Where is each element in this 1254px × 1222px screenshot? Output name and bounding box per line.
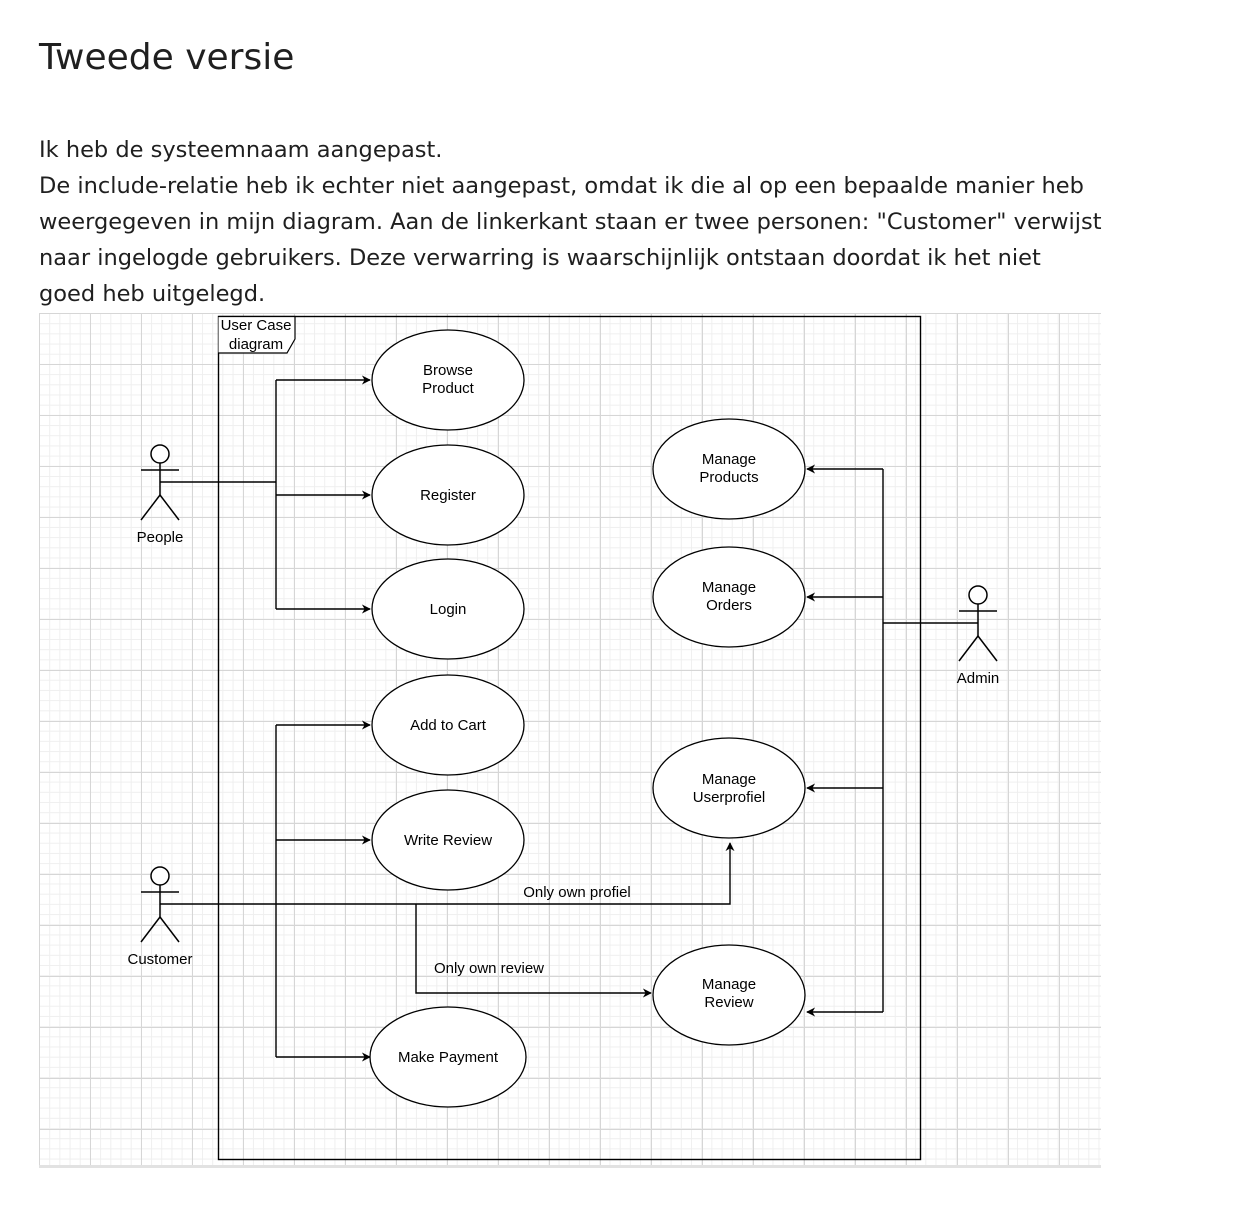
use-case-diagram: User Case diagram (39, 313, 1101, 1168)
svg-text:Register: Register (420, 487, 476, 504)
svg-text:Manage: Manage (702, 771, 756, 788)
svg-text:Login: Login (430, 601, 467, 618)
use-case-login: Login (371, 558, 525, 660)
use-case-manage-orders: Manage Orders (652, 546, 806, 648)
people-connectors (160, 375, 371, 614)
paragraph-line: De include-relatie heb ik echter niet aa… (39, 173, 1084, 199)
actor-people: People (137, 444, 184, 546)
actor-admin: Admin (957, 585, 1000, 687)
stick-figure-icon (140, 866, 180, 943)
admin-connectors (806, 464, 978, 1017)
use-case-manage-review: Manage Review (652, 944, 806, 1046)
svg-text:Manage: Manage (702, 451, 756, 468)
actor-label: People (137, 529, 184, 546)
svg-text:Make Payment: Make Payment (398, 1049, 499, 1066)
diagram-canvas: User Case diagram (127, 315, 1000, 1161)
svg-text:Review: Review (704, 994, 753, 1011)
use-case-manage-userprofiel: Manage Userprofiel (652, 737, 806, 839)
svg-text:Write Review: Write Review (404, 832, 492, 849)
frame-label-line: diagram (229, 336, 283, 353)
actor-label: Admin (957, 670, 1000, 687)
use-case-browse-product: Browse Product (371, 329, 525, 431)
edge-label-own-profiel: Only own profiel (523, 884, 631, 901)
customer-connectors (160, 720, 735, 1062)
svg-text:Add to Cart: Add to Cart (410, 717, 487, 734)
use-case-write-review: Write Review (371, 789, 525, 891)
svg-text:Manage: Manage (702, 976, 756, 993)
stick-figure-icon (140, 444, 180, 521)
system-boundary: User Case diagram (217, 315, 922, 1161)
use-case-make-payment: Make Payment (369, 1006, 527, 1108)
use-case-add-to-cart: Add to Cart (371, 674, 525, 776)
svg-text:Orders: Orders (706, 597, 752, 614)
paragraph-line: weergegeven in mijn diagram. Aan de link… (39, 209, 1102, 235)
actor-customer: Customer (127, 866, 193, 968)
edge-label-own-review: Only own review (434, 960, 544, 977)
use-case-manage-products: Manage Products (652, 418, 806, 520)
actor-label: Customer (127, 951, 192, 968)
explanation-paragraph: Ik heb de systeemnaam aangepast. De incl… (39, 132, 1119, 312)
paragraph-line: Ik heb de systeemnaam aangepast. (39, 137, 443, 163)
page-title: Tweede versie (39, 37, 295, 78)
use-case-register: Register (371, 444, 525, 546)
svg-text:Manage: Manage (702, 579, 756, 596)
svg-text:Products: Products (699, 469, 758, 486)
paragraph-line: naar ingelogde gebruikers. Deze verwarri… (39, 245, 1041, 271)
paragraph-line: goed heb uitgelegd. (39, 281, 266, 307)
stick-figure-icon (958, 585, 998, 662)
frame-label-line: User Case (221, 317, 292, 334)
svg-text:Product: Product (422, 380, 475, 397)
svg-text:Browse: Browse (423, 362, 473, 379)
svg-text:Userprofiel: Userprofiel (693, 789, 766, 806)
